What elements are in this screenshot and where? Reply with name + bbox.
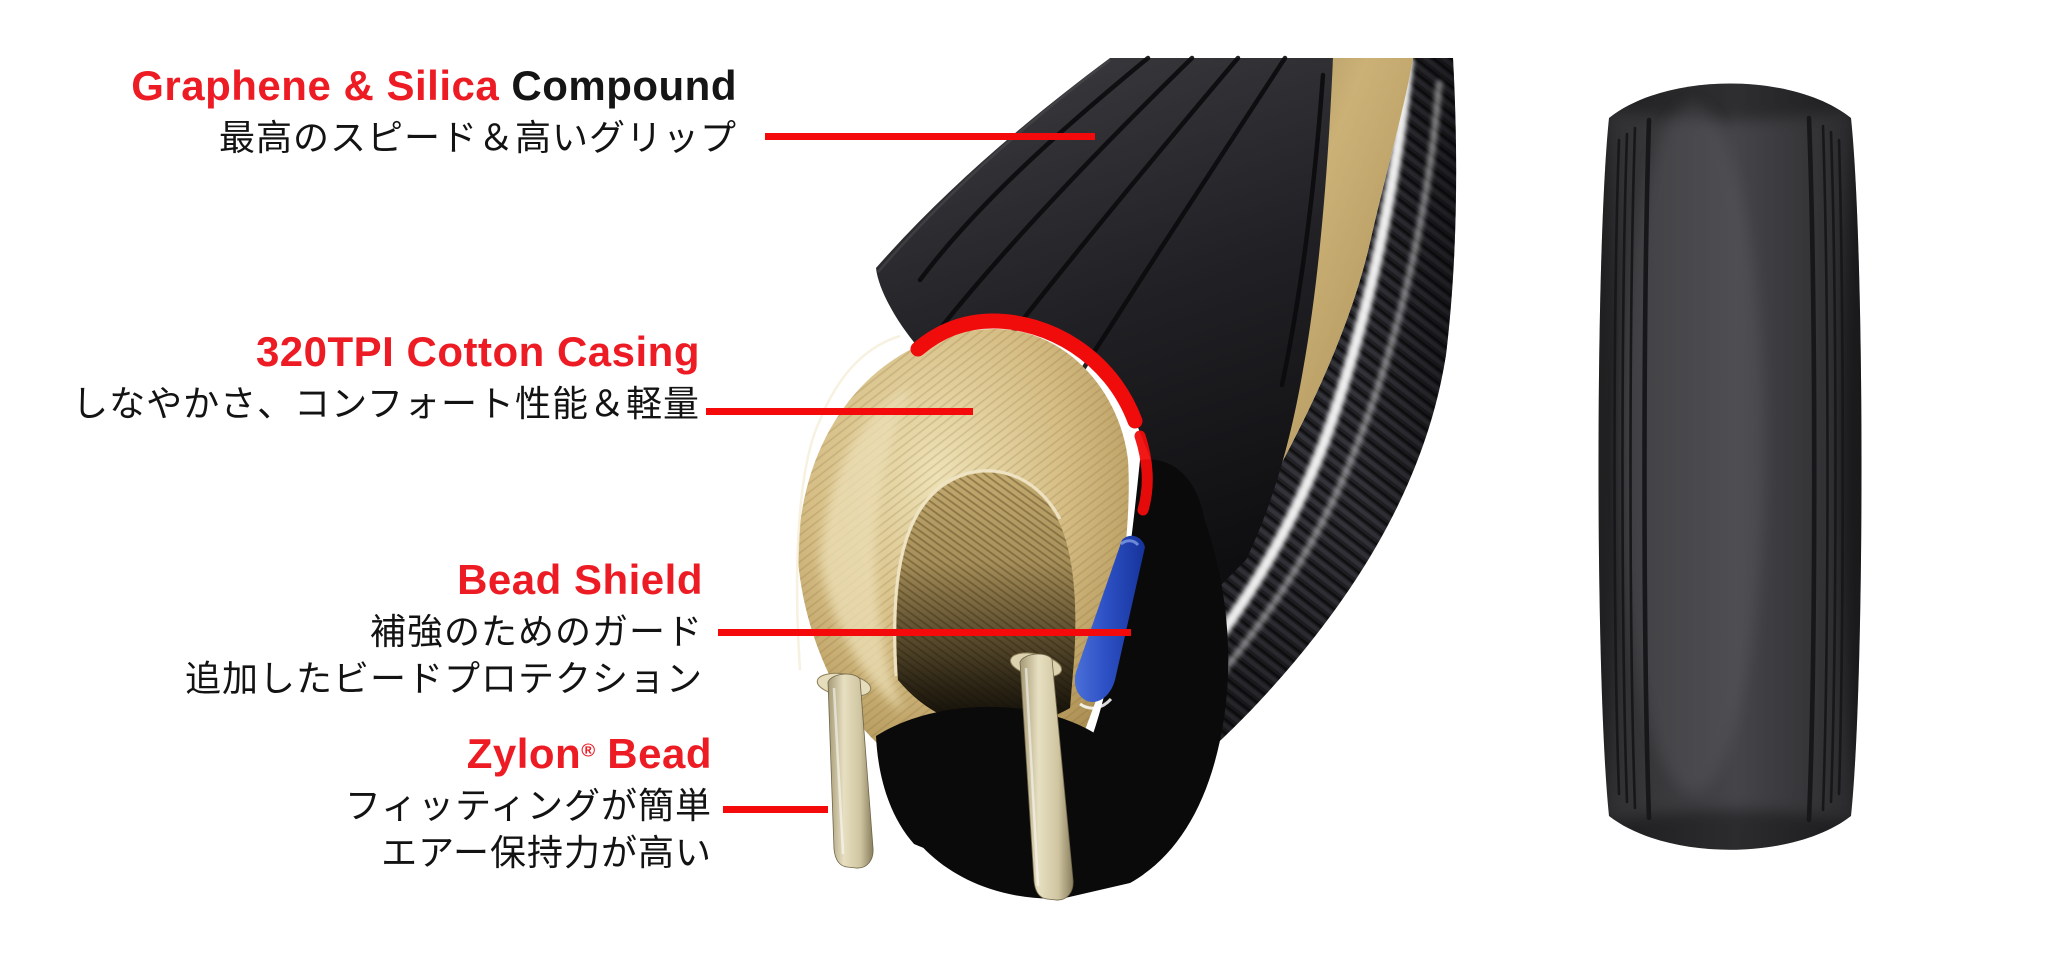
leader-line-bead-shield [718, 629, 1131, 636]
tread-side-grooves [1613, 115, 1845, 823]
callout-zylon-bead-title-accent: Zylon [466, 730, 582, 777]
callout-zylon-bead-title: Zylon® Bead [345, 730, 712, 779]
leader-line-zylon-bead [723, 806, 828, 813]
registered-trademark-symbol: ® [581, 740, 596, 762]
callout-casing-title-accent: 320TPI Cotton Casing [255, 328, 700, 375]
callout-bead-shield-subtitle-jp-2: 追加したビードプロテクション [184, 657, 703, 699]
callout-zylon-bead-subtitle-jp-1: フィッティングが簡単 [344, 784, 712, 826]
callout-bead-shield-title-accent: Bead Shield [457, 556, 703, 603]
callout-compound: Graphene & Silica Compound 最高のスピード＆高いグリッ… [131, 62, 737, 161]
interior-between-beads [876, 706, 1112, 860]
compound-red-rim [910, 313, 1153, 516]
callout-compound-subtitle-jp: 最高のスピード＆高いグリップ [218, 116, 737, 158]
callout-zylon-bead-subtitle-jp-2: エアー保持力が高い [381, 831, 712, 873]
tire-cutaway-illustration [795, 55, 1457, 901]
bead-shield-strip [1074, 535, 1145, 710]
zylon-bead-left-leg [827, 673, 874, 869]
callout-compound-title-rest: Compound [499, 62, 737, 109]
leader-line-compound [765, 133, 1095, 140]
tire-tread-front-view [1598, 83, 1862, 850]
callout-bead-shield: Bead Shield 補強のためのガード 追加したビードプロテクション [185, 556, 703, 702]
callout-casing-subtitle-jp: しなやかさ、コンフォート性能＆軽量 [72, 382, 700, 424]
carbon-sidewall [1019, 56, 1457, 862]
callout-compound-title-accent: Graphene & Silica [131, 62, 500, 109]
callout-casing: 320TPI Cotton Casing しなやかさ、コンフォート性能＆軽量 [72, 328, 700, 427]
leader-line-casing [706, 408, 973, 415]
callout-compound-title: Graphene & Silica Compound [131, 62, 737, 111]
callout-bead-shield-title: Bead Shield [185, 556, 703, 605]
callout-zylon-bead: Zylon® Bead フィッティングが簡単 エアー保持力が高い [345, 730, 712, 876]
callout-casing-title: 320TPI Cotton Casing [72, 328, 700, 377]
callout-bead-shield-subtitle-jp-1: 補強のためのガード [369, 610, 703, 652]
zylon-bead-right-leg [1019, 653, 1074, 901]
callout-zylon-bead-title-accent2: Bead [595, 730, 712, 777]
